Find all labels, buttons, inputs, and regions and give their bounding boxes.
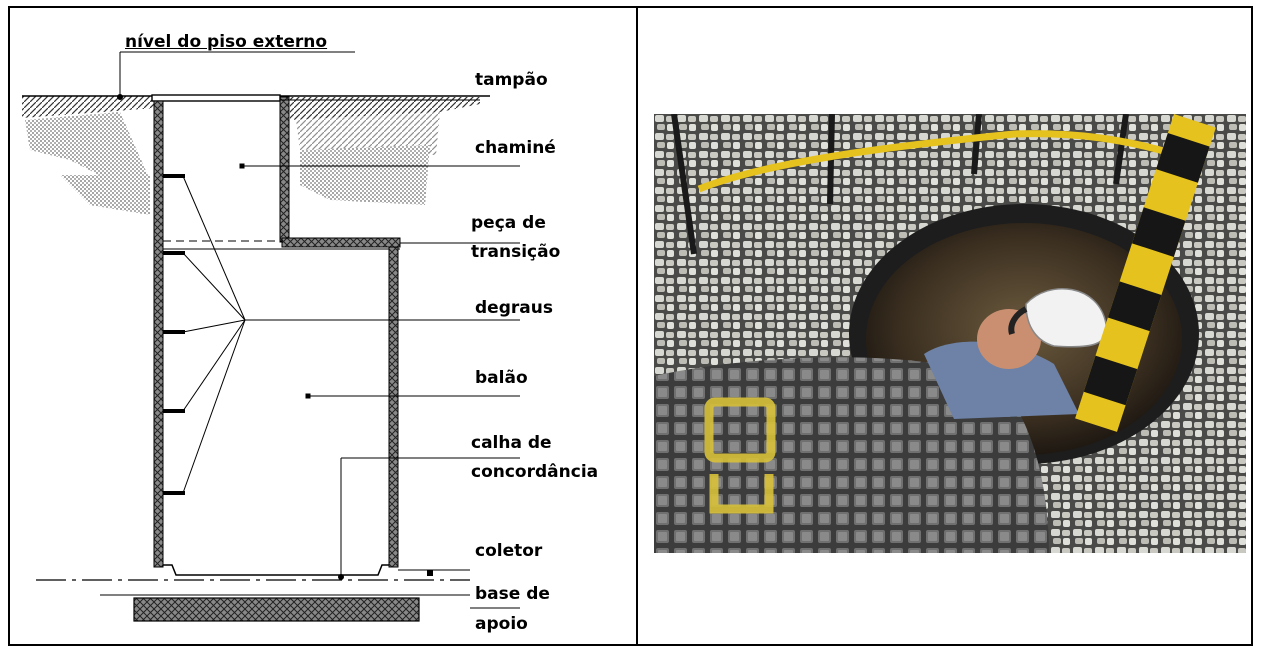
- label-channel-line2: concordância: [471, 462, 599, 482]
- soil-left: [22, 96, 156, 215]
- soil-right: [290, 97, 480, 205]
- transition-slab: [281, 237, 401, 248]
- steps: [163, 174, 185, 495]
- label-transition-line2: transição: [471, 242, 561, 262]
- label-balloon: balão: [475, 368, 528, 388]
- step-leader-lines: [182, 175, 520, 494]
- label-collector: coletor: [475, 541, 543, 561]
- balloon-right-wall: [388, 246, 399, 568]
- label-channel-line1: calha de: [471, 433, 552, 453]
- label-base-line1: base de: [475, 584, 550, 604]
- left-wall: [153, 100, 164, 568]
- chimney-right-wall: [279, 96, 290, 243]
- layout-table: [8, 6, 1253, 646]
- label-transition-line1: peça de: [471, 213, 546, 233]
- label-base-line2: apoio: [475, 614, 528, 634]
- leader-lines: [117, 51, 520, 609]
- support-base: [133, 597, 420, 622]
- label-cover: tampão: [475, 70, 548, 90]
- column-divider: [636, 6, 638, 646]
- cover-plate: [151, 94, 281, 102]
- label-ground-level: nível do piso externo: [125, 32, 328, 52]
- label-chimney: chaminé: [475, 138, 556, 158]
- manhole-section-diagram: [22, 51, 520, 622]
- bottom-channel: [36, 564, 470, 596]
- label-steps: degraus: [475, 298, 553, 318]
- manhole-worker-photo: [654, 114, 1246, 553]
